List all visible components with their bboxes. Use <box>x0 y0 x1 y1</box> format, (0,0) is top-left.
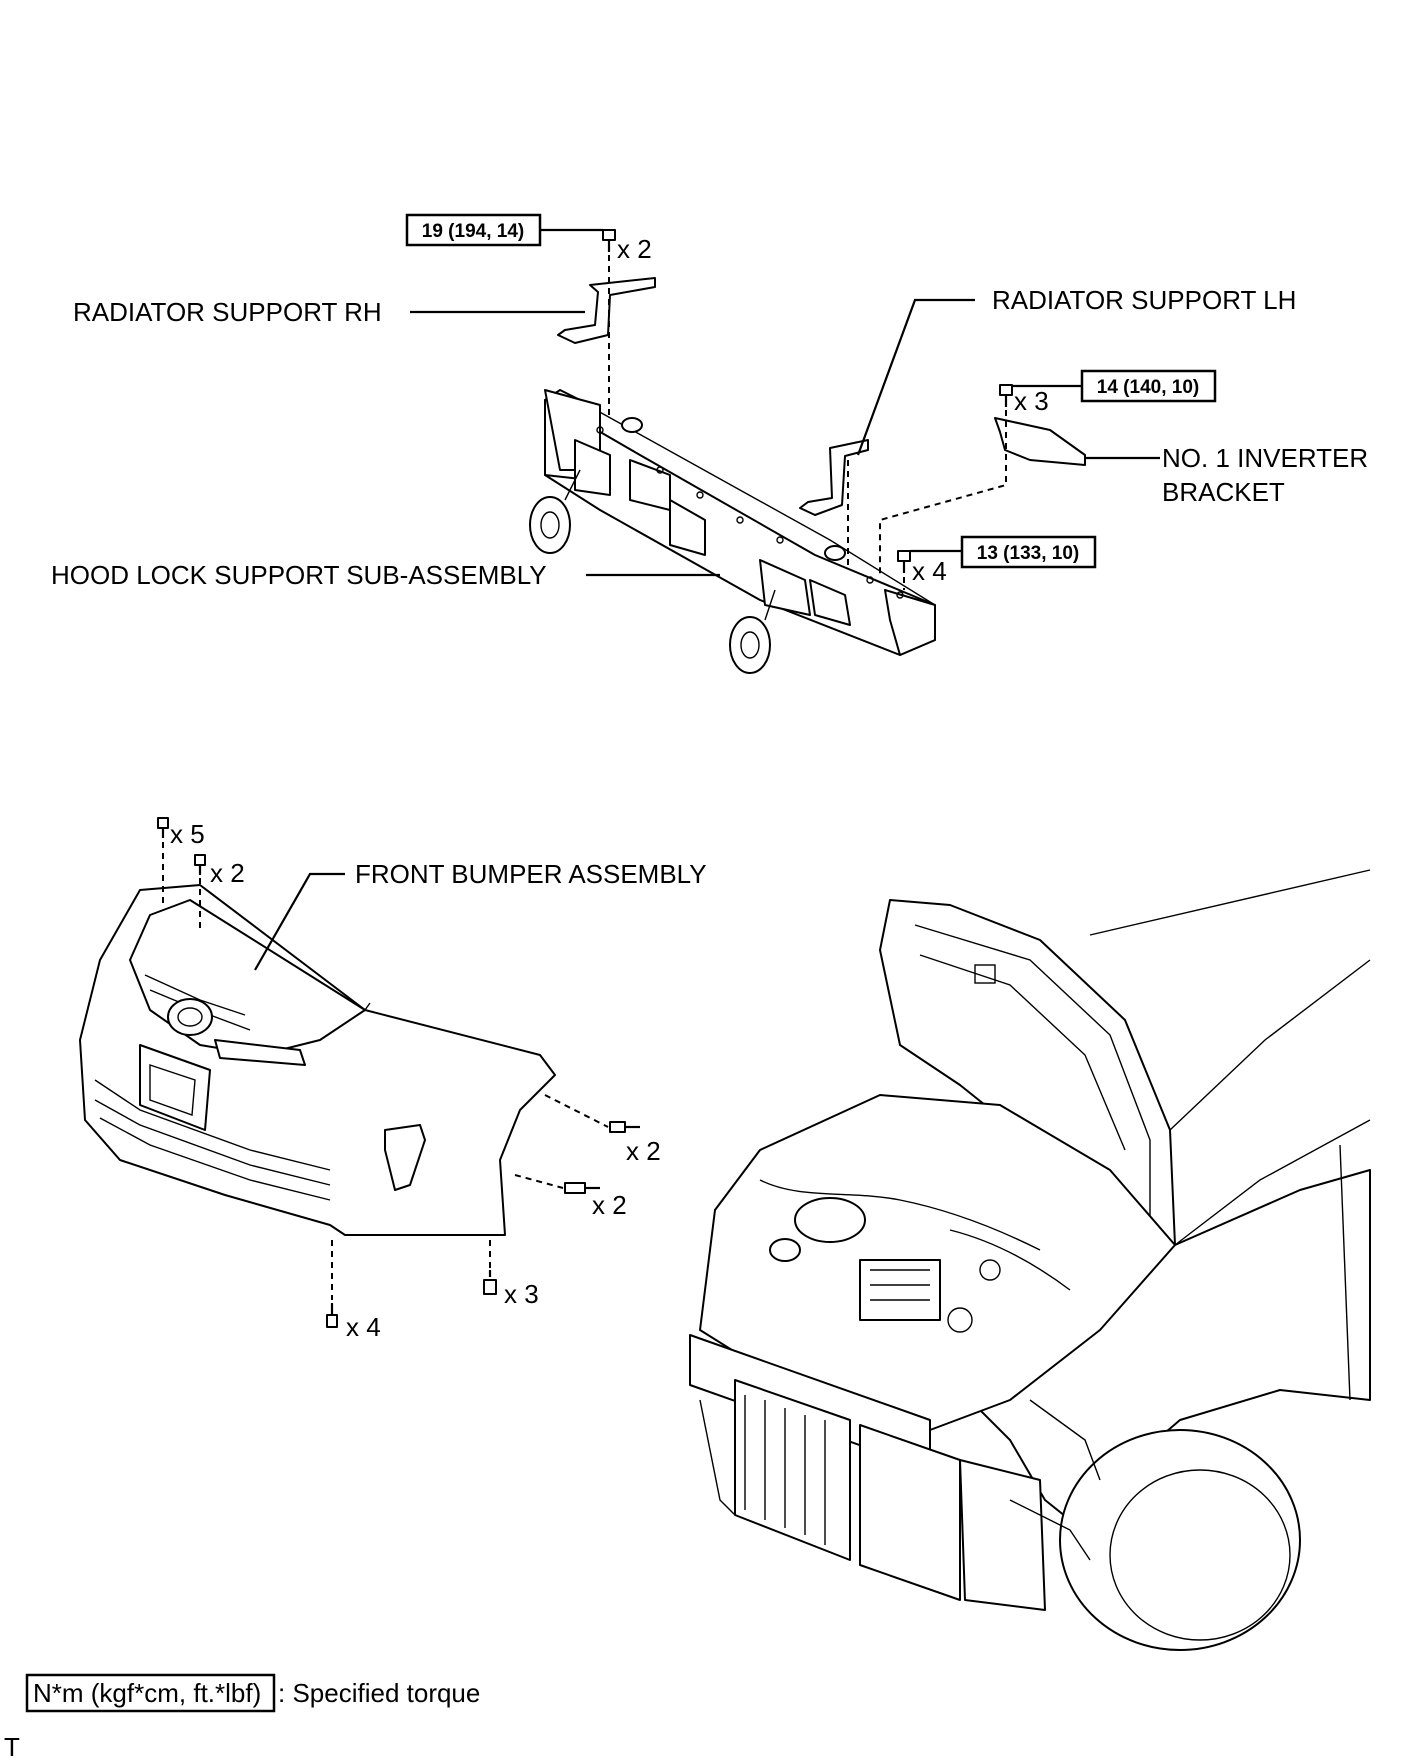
inverter-bracket-drawing <box>994 417 1086 466</box>
bumper-bottom-clip-icon <box>483 1270 497 1295</box>
qty-bumper-side-screw: x 2 <box>626 1136 661 1166</box>
legend-torque-description: : Specified torque <box>278 1678 480 1708</box>
qty-lh-bolt: x 4 <box>912 556 947 586</box>
torque-value-lh: 13 (133, 10) <box>977 543 1079 564</box>
torque-box-rh <box>405 213 542 247</box>
label-radiator-support-lh: RADIATOR SUPPORT LH <box>992 285 1296 315</box>
radiator-support-lh-drawing <box>799 439 869 516</box>
bumper-side-screw-icon <box>609 1121 640 1133</box>
vehicle-engine-bay-drawing <box>689 869 1371 1651</box>
lh-support-bolt-icon <box>897 550 911 573</box>
legend-torque-box <box>25 1673 276 1713</box>
corner-mark: T <box>4 1732 20 1760</box>
label-inverter-bracket-line1: NO. 1 INVERTER <box>1162 443 1368 473</box>
bumper-top-screw-icon <box>157 817 169 838</box>
qty-bumper-bottom-clip: x 3 <box>504 1279 539 1309</box>
front-bumper-drawing <box>79 884 556 1236</box>
label-inverter-bracket-line2: BRACKET <box>1162 477 1285 507</box>
bumper-side-bolt-icon <box>564 1182 600 1194</box>
radiator-support-rh-drawing <box>557 277 656 344</box>
qty-bumper-side-bolt: x 2 <box>592 1190 627 1220</box>
qty-inverter-bolt: x 3 <box>1014 386 1049 416</box>
rh-support-bolt-icon <box>602 229 616 252</box>
torque-value-rh: 19 (194, 14) <box>422 221 524 242</box>
label-radiator-support-rh: RADIATOR SUPPORT RH <box>73 297 382 327</box>
label-front-bumper: FRONT BUMPER ASSEMBLY <box>355 859 707 889</box>
legend-torque-unit: N*m (kgf*cm, ft.*lbf) <box>33 1678 261 1708</box>
label-hood-lock-support: HOOD LOCK SUPPORT SUB-ASSEMBLY <box>51 560 547 590</box>
qty-bumper-top-clip: x 2 <box>210 858 245 888</box>
qty-bumper-top-screw: x 5 <box>170 819 205 849</box>
inverter-bracket-bolt-icon <box>999 384 1013 407</box>
qty-rh-bolt: x 2 <box>617 234 652 264</box>
qty-bumper-bottom-screw: x 4 <box>346 1312 381 1342</box>
torque-box-inverter <box>1080 369 1217 403</box>
torque-value-inverter: 14 (140, 10) <box>1097 377 1199 398</box>
torque-box-lh <box>960 535 1097 569</box>
bumper-top-clip-icon <box>194 854 206 875</box>
bumper-bottom-screw-icon <box>326 1303 338 1328</box>
hood-lock-support-drawing <box>529 389 936 674</box>
